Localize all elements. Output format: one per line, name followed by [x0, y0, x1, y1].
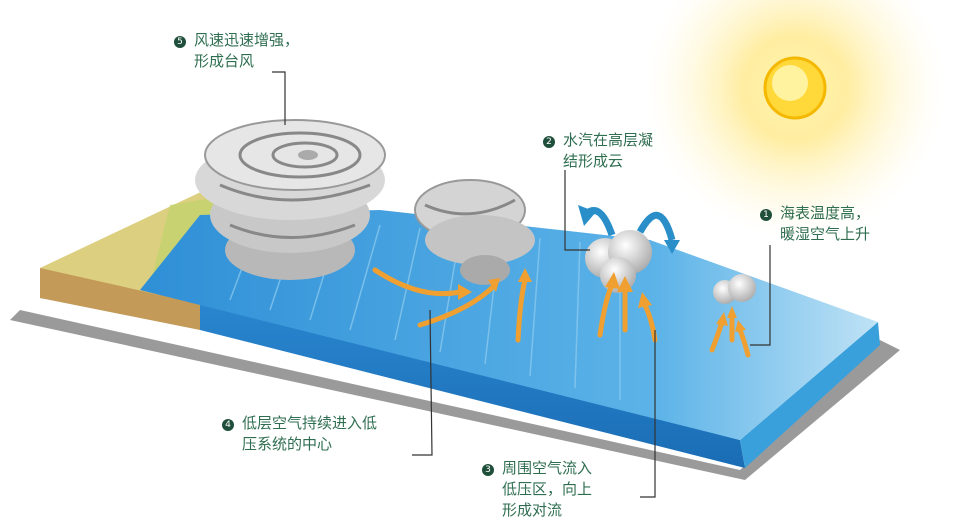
step-number-badge: 1 — [760, 209, 772, 221]
leader-lines — [272, 71, 771, 498]
step-number-badge: 4 — [222, 419, 234, 431]
small-cloud-icon — [713, 274, 756, 304]
circulation-arrows-icon — [578, 205, 680, 254]
sea-side-front — [200, 300, 745, 468]
developing-storm-cloud — [414, 179, 535, 285]
step-number-badge: 3 — [482, 464, 494, 476]
sea-side-right — [740, 322, 880, 468]
sun-icon — [645, 0, 945, 238]
arrowheads — [458, 268, 746, 332]
step-number-badge: 5 — [174, 36, 186, 48]
step-number-badge: 2 — [543, 136, 555, 148]
typhoon-cloud — [195, 119, 386, 280]
sea-side-front-left — [40, 268, 200, 330]
